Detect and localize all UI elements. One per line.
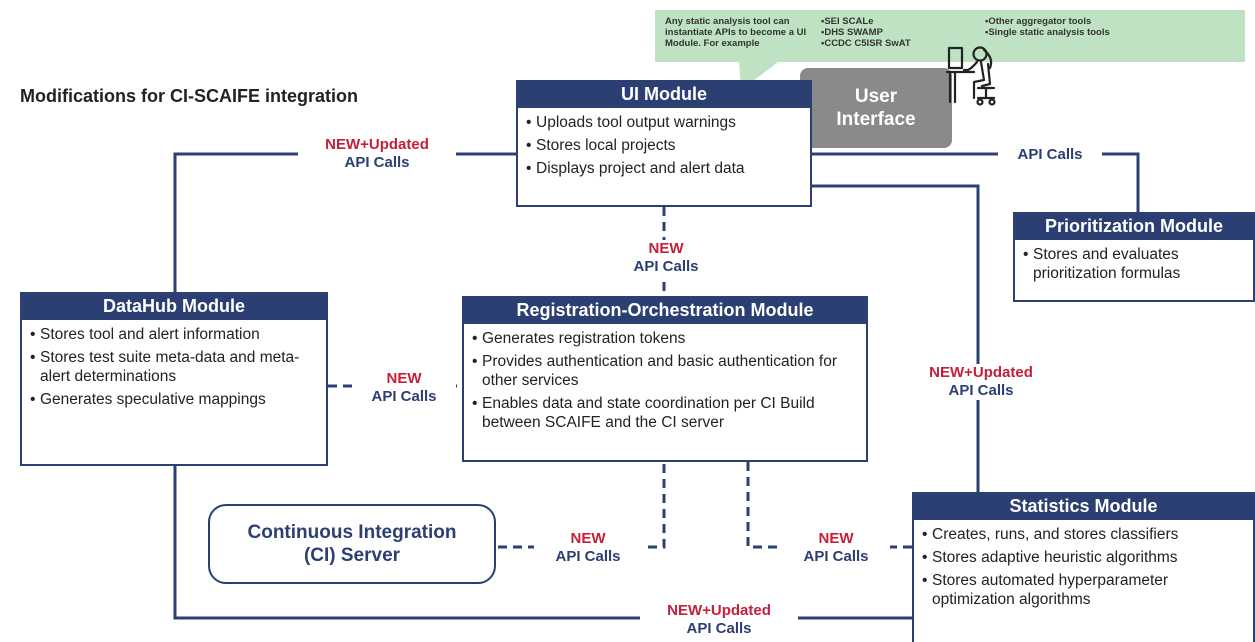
datahub-module-title: DataHub Module: [22, 294, 326, 320]
label-tag: NEW: [386, 370, 422, 387]
datahub-module-item: Stores test suite meta-data and meta-ale…: [30, 348, 318, 386]
statistics-module-item: Stores automated hyperparameter optimiza…: [922, 571, 1245, 609]
ci-server-box: Continuous Integration (CI) Server: [208, 504, 496, 584]
page-title: Modifications for CI-SCAIFE integration: [20, 86, 358, 106]
ui-module-item: Displays project and alert data: [526, 159, 802, 178]
label-tag: NEW+Updated: [325, 136, 429, 153]
callout-intro: Any static analysis tool can instantiate…: [665, 16, 807, 49]
label-datahub-statistics: NEW+Updated API Calls: [640, 602, 798, 638]
callout-item: Other aggregator tools: [985, 16, 1110, 27]
registration-module-item: Enables data and state coordination per …: [472, 394, 858, 432]
prioritization-module: Prioritization Module Stores and evaluat…: [1013, 212, 1255, 302]
label-tag: NEW: [648, 240, 684, 257]
registration-module-item: Provides authentication and basic authen…: [472, 352, 858, 390]
callout-tool-list-1: SEI SCALe DHS SWAMP CCDC C5ISR SwAT: [821, 16, 911, 49]
ui-module-item: Stores local projects: [526, 136, 802, 155]
label-tag: NEW+Updated: [667, 602, 771, 619]
datahub-module-item: Stores tool and alert information: [30, 325, 318, 344]
label-tag: NEW: [818, 530, 854, 547]
callout-item: CCDC C5ISR SwAT: [821, 38, 910, 49]
label-ui-datahub: NEW+Updated API Calls: [298, 136, 456, 172]
ci-server-label-line1: Continuous Integration: [247, 522, 457, 543]
label-text: API Calls: [948, 382, 1014, 399]
label-tag: NEW+Updated: [929, 364, 1033, 381]
line-ui-datahub: [173, 152, 516, 292]
statistics-module-item: Stores adaptive heuristic algorithms: [922, 548, 1245, 567]
user-interface-box: User Interface: [800, 68, 952, 148]
label-tag: NEW: [570, 530, 606, 547]
line-ui-prioritization: [812, 152, 1140, 212]
callout-tool-list-2: Other aggregator tools Single static ana…: [985, 16, 1110, 38]
ui-module: UI Module Uploads tool output warnings S…: [516, 80, 812, 207]
label-text: API Calls: [633, 258, 699, 275]
datahub-module-item: Generates speculative mappings: [30, 390, 318, 409]
label-ui-prioritization: API Calls: [998, 146, 1102, 164]
prioritization-module-title: Prioritization Module: [1015, 214, 1253, 240]
label-text: API Calls: [1017, 146, 1083, 163]
user-interface-label-line2: Interface: [836, 109, 916, 130]
label-datahub-registration: NEW API Calls: [352, 370, 456, 406]
callout-item: SEI SCALe: [821, 16, 911, 27]
statistics-module: Statistics Module Creates, runs, and sto…: [912, 492, 1255, 642]
label-ci-registration: NEW API Calls: [534, 530, 642, 566]
label-ui-registration: NEW API Calls: [612, 240, 720, 276]
line-ci-registration: [498, 462, 666, 549]
label-registration-statistics: NEW API Calls: [782, 530, 890, 566]
example-tools-callout: Any static analysis tool can instantiate…: [655, 10, 1245, 62]
ui-module-item: Uploads tool output warnings: [526, 113, 802, 132]
person-at-computer-icon: [945, 46, 996, 106]
prioritization-module-item: Stores and evaluates prioritization form…: [1023, 245, 1245, 283]
registration-orchestration-module: Registration-Orchestration Module Genera…: [462, 296, 868, 462]
ci-server-label-line2: (CI) Server: [303, 545, 401, 566]
label-text: API Calls: [686, 620, 752, 637]
ui-module-title: UI Module: [518, 82, 810, 108]
datahub-module: DataHub Module Stores tool and alert inf…: [20, 292, 328, 466]
label-text: API Calls: [803, 548, 869, 565]
callout-item: DHS SWAMP: [821, 27, 911, 38]
label-ui-statistics: NEW+Updated API Calls: [902, 364, 1060, 400]
registration-module-item: Generates registration tokens: [472, 329, 858, 348]
label-text: API Calls: [344, 154, 410, 171]
statistics-module-title: Statistics Module: [914, 494, 1253, 520]
user-interface-label-line1: User: [854, 86, 898, 107]
registration-module-title: Registration-Orchestration Module: [464, 298, 866, 324]
callout-item: Single static analysis tools: [985, 27, 1109, 38]
statistics-module-item: Creates, runs, and stores classifiers: [922, 525, 1245, 544]
label-text: API Calls: [371, 388, 437, 405]
label-text: API Calls: [555, 548, 621, 565]
